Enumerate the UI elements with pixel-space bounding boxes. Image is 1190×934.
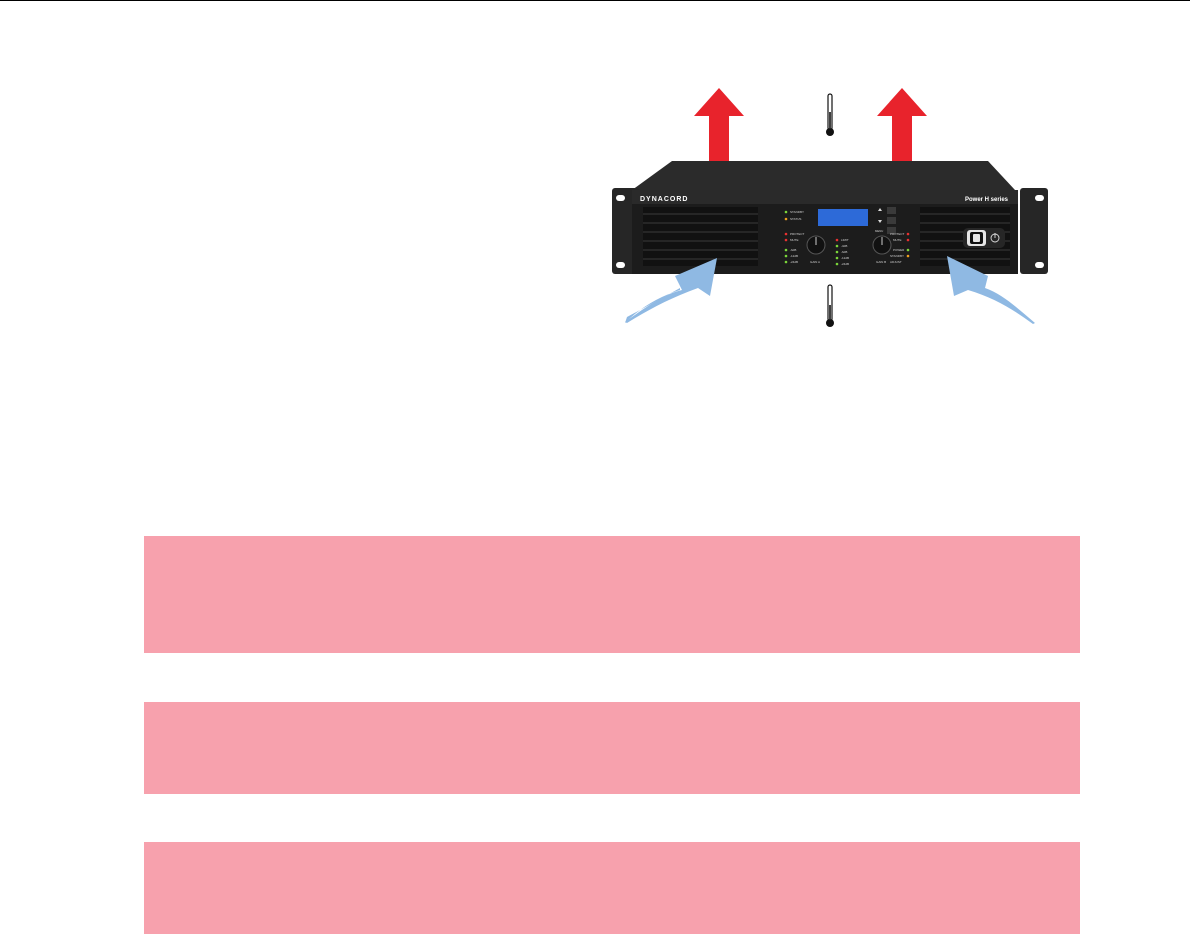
right-indicators: PROTECT MUTE POWER STANDBY ADJUST xyxy=(890,232,910,264)
left-grille xyxy=(643,207,758,266)
svg-text:-6dB: -6dB xyxy=(841,250,847,254)
gain-b-knob: GAIN B xyxy=(872,235,892,264)
svg-text:STANDBY: STANDBY xyxy=(890,254,904,258)
amplifier-top xyxy=(632,161,1015,190)
svg-text:-6dB: -6dB xyxy=(790,248,796,252)
ventilation-diagram: DYNACORD Power H series MENU STANDBY xyxy=(612,88,1048,327)
svg-text:-12dB: -12dB xyxy=(790,254,798,258)
svg-text:PROTECT: PROTECT xyxy=(790,232,805,236)
lcd-display xyxy=(818,209,868,226)
amplifier-brand: DYNACORD xyxy=(640,196,688,203)
cool-air-arrow-icon xyxy=(947,256,1035,324)
amplifier-series: Power H series xyxy=(965,197,1009,203)
rack-ear-right xyxy=(1020,188,1048,274)
warning-box xyxy=(144,536,1080,653)
svg-text:ADJUST: ADJUST xyxy=(890,260,902,264)
svg-text:MUTE: MUTE xyxy=(893,238,902,242)
top-rule xyxy=(0,0,1190,1)
menu-label: MENU xyxy=(875,229,883,233)
svg-text:GAIN A: GAIN A xyxy=(810,260,820,264)
center-indicators: LIMIT -3dB -6dB -12dB -24dB xyxy=(835,238,849,266)
power-icon xyxy=(990,233,1000,243)
hot-air-arrow-icon xyxy=(877,88,927,161)
svg-text:-24dB: -24dB xyxy=(790,260,798,264)
warning-box xyxy=(144,702,1080,794)
svg-text:PROTECT: PROTECT xyxy=(890,232,905,236)
svg-text:STATUS: STATUS xyxy=(790,217,801,221)
svg-text:GAIN B: GAIN B xyxy=(876,260,886,264)
warning-box xyxy=(144,842,1080,934)
svg-text:-12dB: -12dB xyxy=(841,256,849,260)
left-indicators: STANDBY STATUS PROTECT MUTE -6dB -12dB -… xyxy=(784,210,805,264)
cool-air-arrow-icon xyxy=(625,258,717,323)
svg-text:STANDBY: STANDBY xyxy=(790,210,804,214)
power-switch xyxy=(963,228,1005,248)
svg-text:POWER: POWER xyxy=(893,248,905,252)
svg-text:LIMIT: LIMIT xyxy=(841,238,849,242)
gain-a-knob: GAIN A xyxy=(806,235,826,264)
svg-text:-3dB: -3dB xyxy=(841,244,847,248)
menu-buttons: MENU xyxy=(875,207,896,234)
thermometer-icon xyxy=(826,284,834,327)
svg-text:-24dB: -24dB xyxy=(841,262,849,266)
svg-text:MUTE: MUTE xyxy=(790,238,799,242)
thermometer-icon xyxy=(826,93,834,136)
ventilation-figure: DYNACORD Power H series MENU STANDBY xyxy=(610,80,1050,335)
hot-air-arrow-icon xyxy=(694,88,744,161)
